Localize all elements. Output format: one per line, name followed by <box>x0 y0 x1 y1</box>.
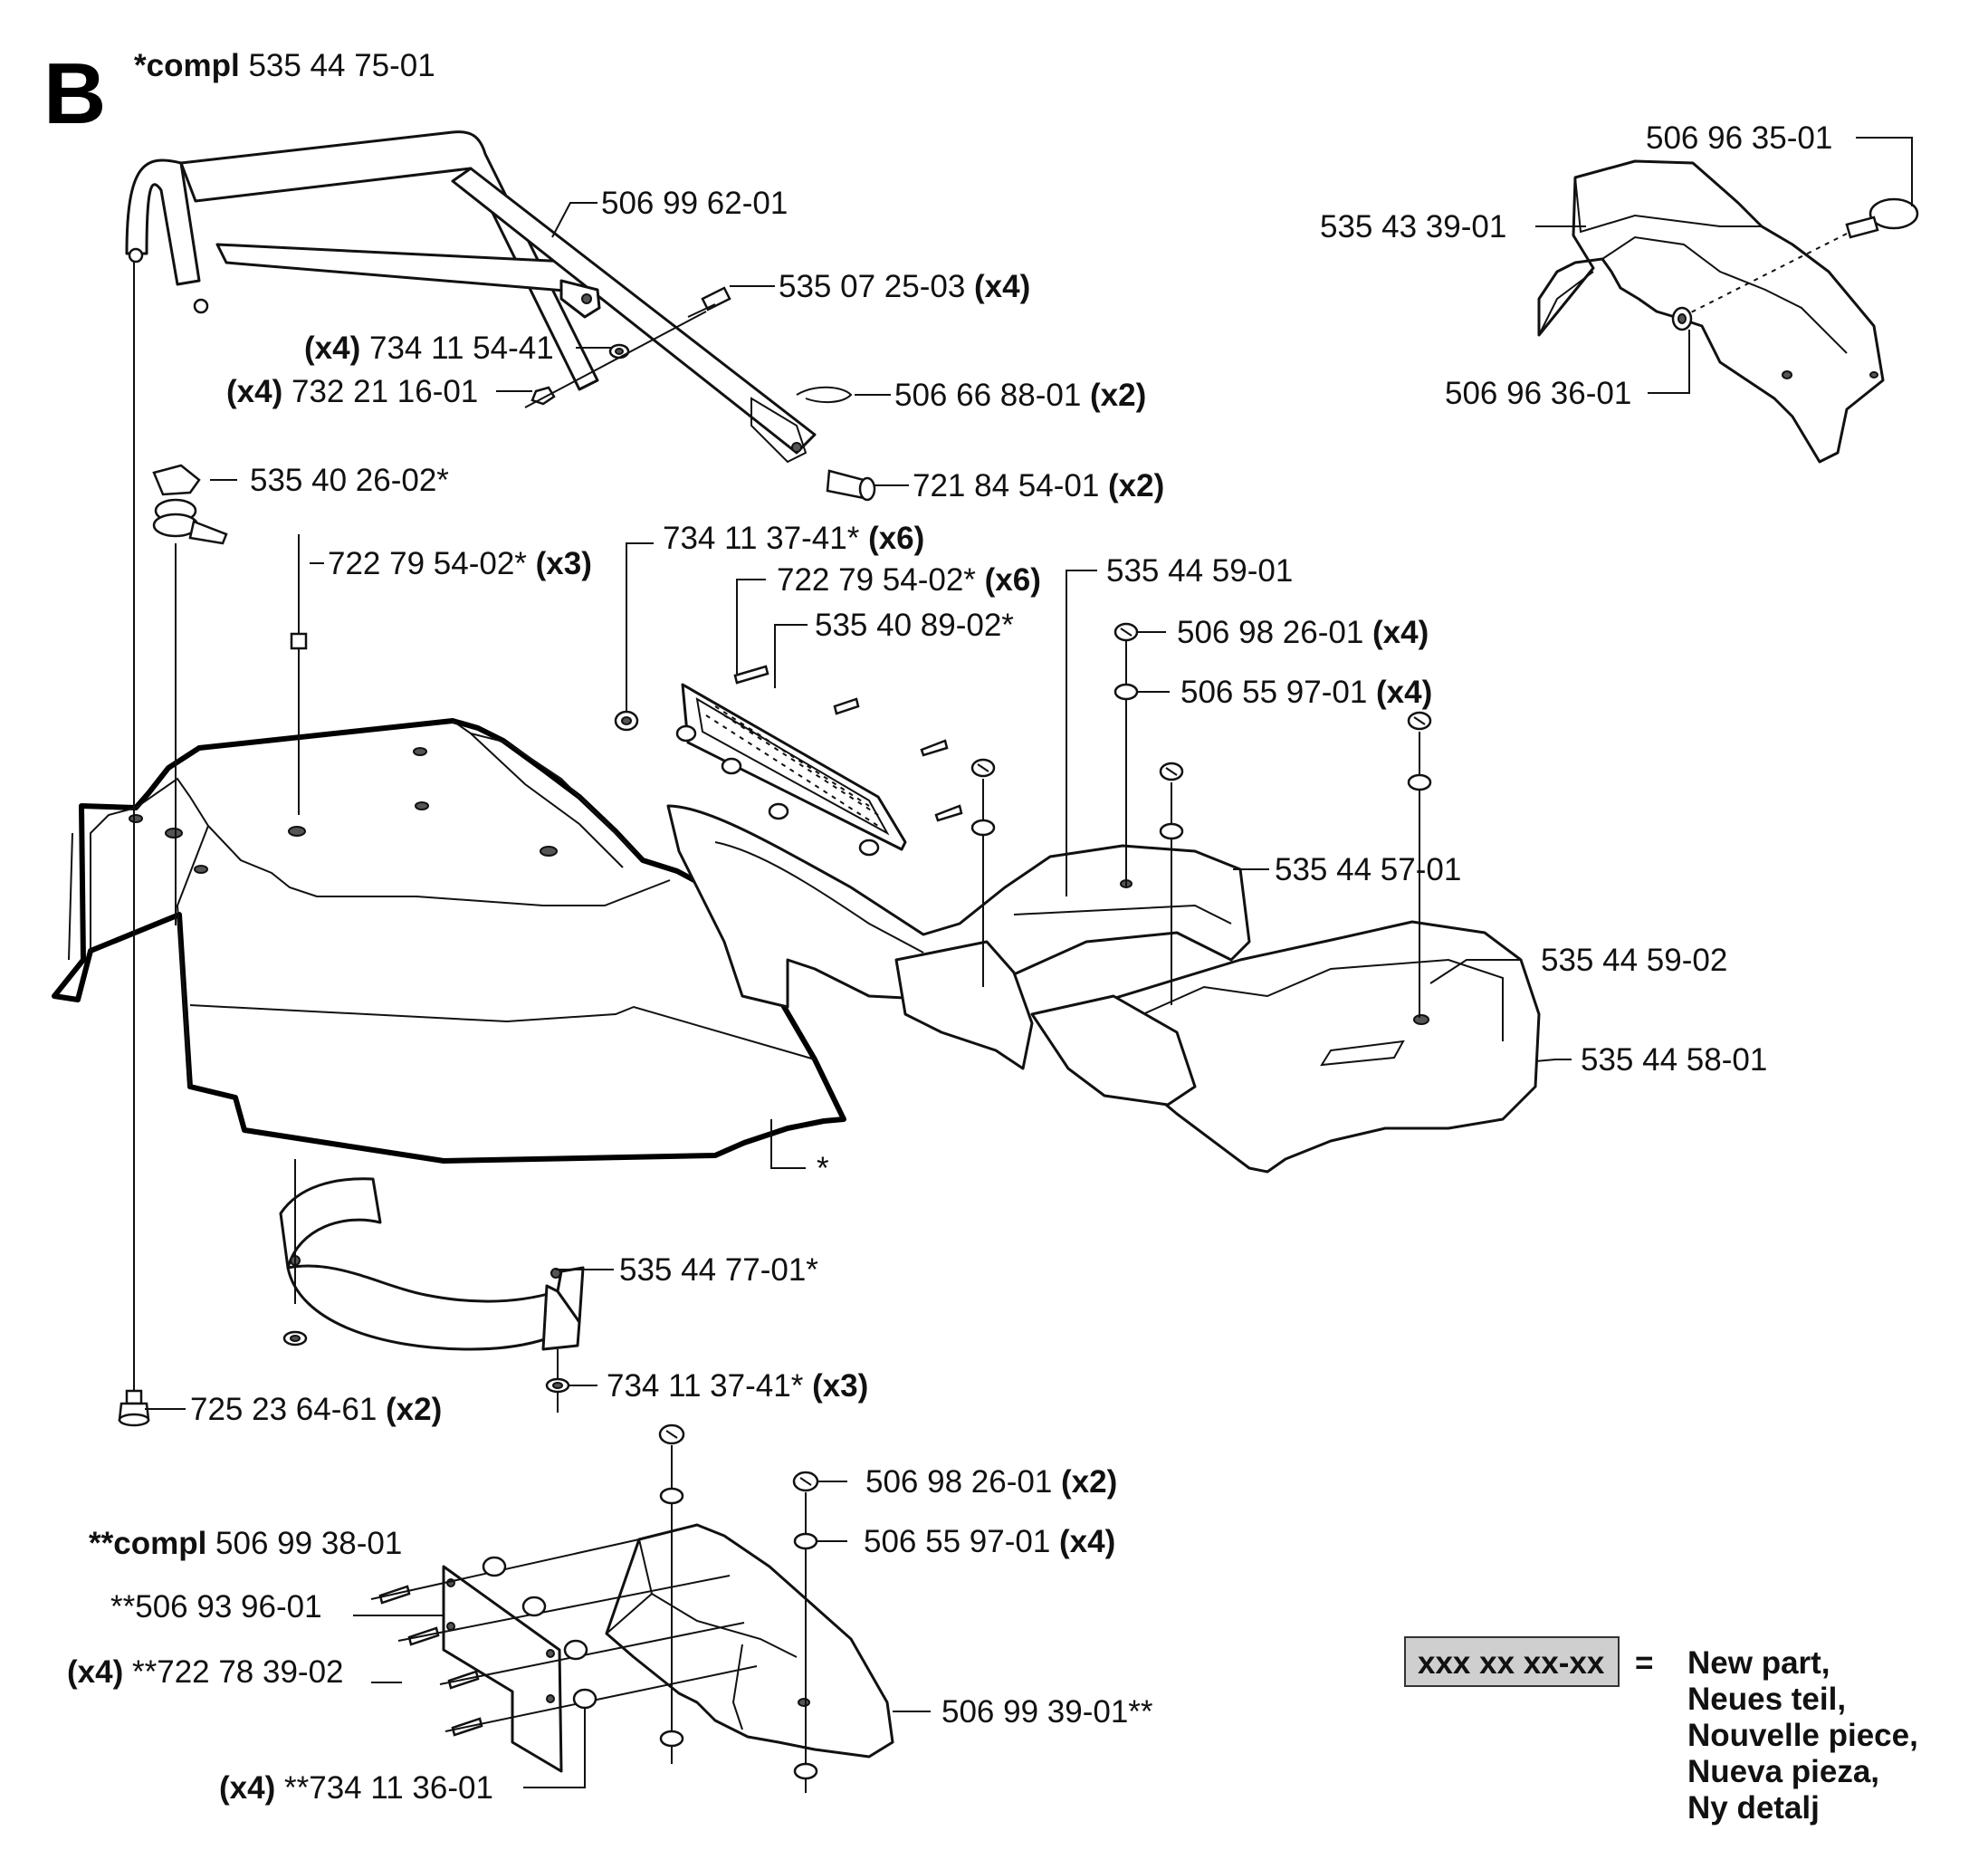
label-star: * <box>817 1151 829 1186</box>
leader-lines <box>145 137 1913 1788</box>
washer-734-11-54-41 <box>608 343 630 359</box>
screw-506-98-26-01-bottom-a <box>658 1423 685 1764</box>
screw-506-98-26-01-bottom-b <box>792 1471 819 1793</box>
label-506-55-97-01-x4-top: 506 55 97-01 (x4) <box>1180 675 1432 710</box>
legend-code: xxx xx xx-xx <box>1418 1645 1605 1681</box>
clip-506-96-36-01 <box>1671 306 1693 331</box>
label-506-96-35-01: 506 96 35-01 <box>1646 120 1832 156</box>
label-722-79-54-02-x6: 722 79 54-02* (x6) <box>777 562 1041 598</box>
grille-535-40-89-02 <box>675 683 907 857</box>
label-535-43-39-01: 535 43 39-01 <box>1320 209 1506 244</box>
legend-line-3: Nouvelle piece, <box>1687 1718 1918 1753</box>
label-535-44-59-01: 535 44 59-01 <box>1106 553 1293 589</box>
label-732-21-16-01: (x4) 732 21 16-01 <box>226 374 478 409</box>
pin-721-84-54-01 <box>826 469 876 502</box>
legend-line-2: Neues teil, <box>1687 1682 1846 1717</box>
label-722-78-39-02: (x4) **722 78 39-02 <box>67 1654 344 1690</box>
label-535-40-26-02: 535 40 26-02* <box>250 463 449 498</box>
label-506-96-36-01: 506 96 36-01 <box>1445 376 1631 411</box>
label-734-11-37-41-x3: 734 11 37-41* (x3) <box>607 1368 868 1404</box>
label-535-44-59-02: 535 44 59-02 <box>1541 943 1727 978</box>
rivets-722-79-54-02-x6 <box>733 665 963 822</box>
label-506-66-88-01: 506 66 88-01 (x2) <box>894 378 1146 413</box>
label-compl-506-99-38-01: **compl 506 99 38-01 <box>89 1526 402 1561</box>
label-535-44-77-01: 535 44 77-01* <box>619 1252 818 1288</box>
washer-734-11-37-41-x6 <box>614 710 639 732</box>
screw-506-98-26-01-d <box>1407 711 1432 1018</box>
washer-734-11-37-41-x3-b <box>545 1349 570 1413</box>
deck-housing-part <box>52 718 846 1164</box>
pin-506-96-35-01 <box>1681 197 1919 318</box>
label-535-40-89-02: 535 40 89-02* <box>815 608 1014 643</box>
label-725-23-64-61: 725 23 64-61 (x2) <box>190 1392 442 1427</box>
plate-506-93-96-01 <box>442 1565 563 1773</box>
washer-734-11-37-41-x3-a <box>282 1330 308 1347</box>
label-721-84-54-01: 721 84 54-01 (x2) <box>913 468 1164 503</box>
knob-535-40-26-02 <box>152 464 228 925</box>
label-506-98-26-01-x4: 506 98 26-01 (x4) <box>1177 615 1429 650</box>
bolt-725-23-64-61 <box>118 1389 150 1427</box>
compl-label: *compl 535 44 75-01 <box>134 48 435 83</box>
chute-535-44-77-01 <box>279 1159 585 1351</box>
label-506-93-96-01: **506 93 96-01 <box>110 1589 322 1625</box>
label-506-99-39-01: 506 99 39-01** <box>941 1694 1153 1730</box>
label-506-98-26-01-x2: 506 98 26-01 (x2) <box>865 1464 1117 1500</box>
label-535-44-58-01: 535 44 58-01 <box>1581 1042 1767 1078</box>
bolt-535-07-25-03 <box>687 286 731 318</box>
clip-506-66-88-01 <box>796 386 853 404</box>
screw-506-98-26-01-c <box>1159 762 1184 1005</box>
label-535-44-57-01: 535 44 57-01 <box>1275 852 1461 887</box>
label-535-07-25-03: 535 07 25-03 (x4) <box>779 269 1030 304</box>
legend: xxx xx xx-xx = New part, Neues teil, Nou… <box>1404 1636 1918 1826</box>
handle-bar-part <box>125 130 817 464</box>
label-734-11-36-01: (x4) **734 11 36-01 <box>219 1770 493 1806</box>
legend-line-1: New part, <box>1687 1645 1830 1681</box>
washers-734-11-36-01 <box>482 1556 597 1710</box>
label-506-55-97-01-x4-bot: 506 55 97-01 (x4) <box>864 1524 1115 1559</box>
deflector-506-99-39-01 <box>605 1523 894 1759</box>
screw-506-98-26-01-b <box>970 758 996 987</box>
section-letter: B <box>43 45 106 142</box>
cover-535-43-39-01 <box>1537 159 1885 464</box>
shield-535-44-59-01 <box>666 804 1251 1009</box>
legend-line-4: Nueva pieza, <box>1687 1754 1879 1789</box>
label-734-11-37-41-x6: 734 11 37-41* (x6) <box>663 521 924 556</box>
legend-equals: = <box>1635 1645 1653 1681</box>
rivet-722-79-54-02-x3 <box>290 534 308 815</box>
label-722-79-54-02-x3: 722 79 54-02* (x3) <box>328 546 592 581</box>
legend-code-box <box>1404 1636 1620 1687</box>
bracket-535-44-57-01 <box>894 940 1197 1107</box>
legend-line-5: Ny detalj <box>1687 1790 1820 1826</box>
label-506-99-62-01: 506 99 62-01 <box>601 186 788 221</box>
label-734-11-54-41: (x4) 734 11 54-41 <box>304 331 554 366</box>
